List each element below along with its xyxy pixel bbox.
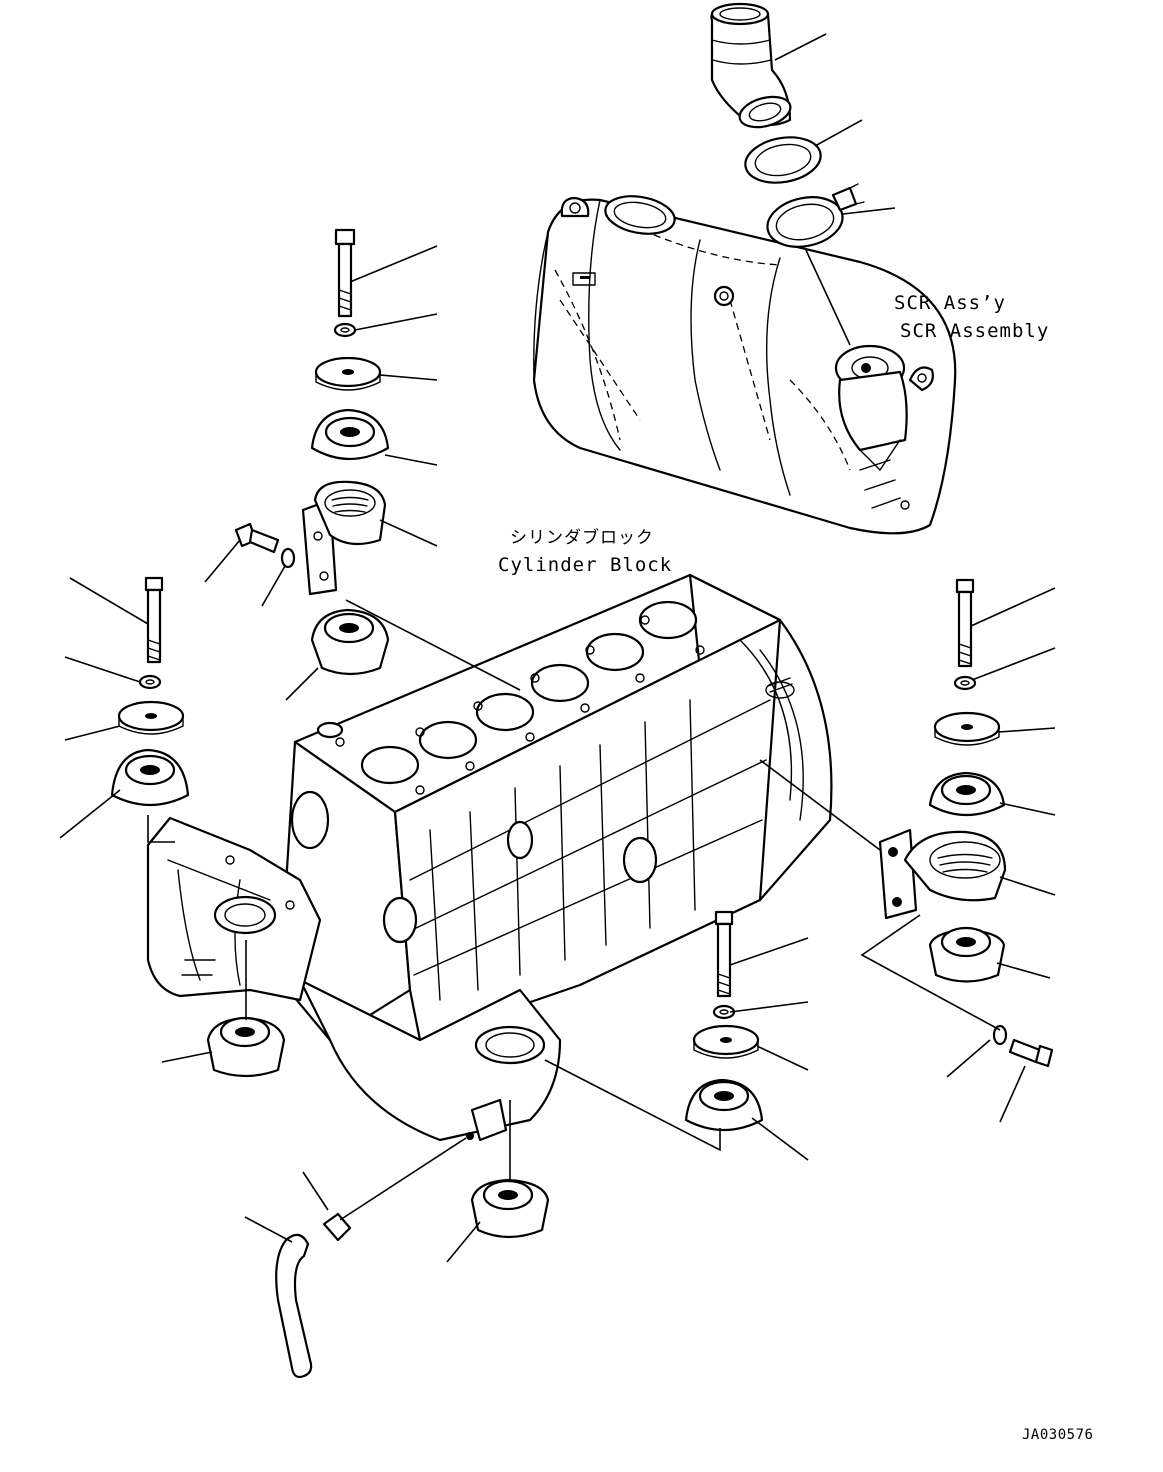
plate-washer-bottom-center: [692, 1024, 760, 1059]
cylinder-block: [278, 573, 833, 1142]
washer-top: [333, 322, 357, 338]
clamp-ring: [766, 183, 865, 248]
rubber-mount-bottom-left: [206, 1016, 286, 1078]
bolt-bottom-center: [714, 910, 734, 998]
washer-small-left: [280, 547, 296, 569]
bolt-left: [144, 576, 164, 664]
cylinder-block-label: Cylinder Block: [498, 554, 673, 576]
mount-bracket-top: [301, 480, 387, 596]
plate-washer-right: [933, 711, 1001, 746]
washer-left: [138, 674, 162, 690]
rubber-mount-right: [928, 771, 1006, 816]
bolt-small-left: [234, 522, 280, 554]
washer-small-right: [992, 1024, 1008, 1046]
plate-washer-top: [314, 356, 382, 391]
bolt-top: [334, 228, 356, 318]
rubber-mount-bottom: [470, 1178, 550, 1239]
drain-hose: [275, 1233, 313, 1379]
scr-assembly: [532, 195, 957, 535]
front-mount-bracket: [146, 816, 322, 1002]
gasket-ring: [744, 136, 822, 184]
bolt-small-right: [1008, 1038, 1054, 1068]
washer-right: [953, 675, 977, 691]
plate-washer-left: [117, 700, 185, 735]
scr-assembly-label: SCR Assembly: [900, 320, 1050, 342]
bolt-right: [955, 578, 975, 668]
rubber-mount-top: [310, 408, 390, 461]
mount-bracket-right: [878, 828, 1007, 920]
scr-assy-label-jp: SCR Ass’y: [894, 292, 1006, 314]
rubber-mount-left: [110, 748, 190, 807]
rubber-mount-bottom-center: [684, 1078, 764, 1132]
leader-lines: [59, 33, 1056, 1263]
cylinder-block-label-jp: シリンダブロック: [510, 528, 654, 548]
elbow-pipe: [710, 2, 792, 129]
rubber-mount-right-low: [928, 926, 1006, 983]
rubber-mount-mid: [310, 608, 390, 676]
drawing-code: JA030576: [1022, 1427, 1094, 1443]
drain-fitting: [322, 1212, 352, 1242]
